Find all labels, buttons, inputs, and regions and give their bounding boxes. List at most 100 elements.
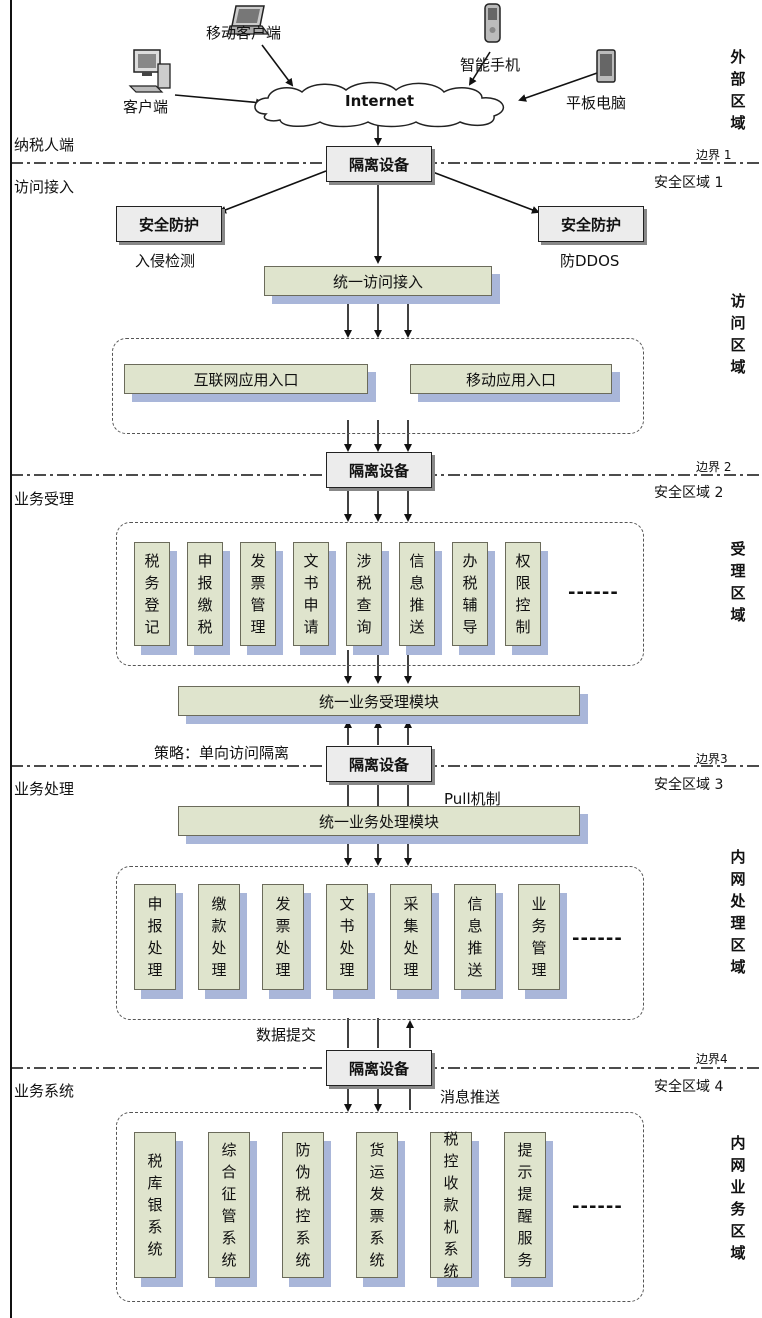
laptop-icon (227, 5, 270, 35)
process-item-label: 发票处理 (275, 895, 291, 979)
boundary-1-label: 边界 1 (696, 148, 732, 162)
unified-access-label: 统一访问接入 (332, 272, 423, 291)
isolation-device-label: 隔离设备 (348, 155, 409, 174)
isolation-device-1: 隔离设备 (326, 146, 432, 182)
internet-label: Internet (345, 92, 415, 110)
process-item: 信息推送 (454, 884, 496, 990)
security-protection-label: 安全防护 (138, 215, 199, 234)
unified-process-bar: 统一业务处理模块 (178, 806, 580, 836)
mobile-entry-label: 移动应用入口 (465, 370, 556, 389)
process-module-group (116, 866, 644, 1020)
desktop-computer-icon (128, 49, 171, 93)
system-item: 提示提醒服务 (504, 1132, 546, 1278)
security-protection-label: 安全防护 (560, 215, 621, 234)
section-taxpayer: 纳税人端 (14, 136, 75, 154)
system-item-label: 综合征管系统 (221, 1141, 237, 1269)
process-item: 采集处理 (390, 884, 432, 990)
isolation-device-4: 隔离设备 (326, 1050, 432, 1086)
accept-ellipsis: ------ (568, 582, 619, 603)
access-entry-group (112, 338, 644, 434)
process-item: 文书处理 (326, 884, 368, 990)
accept-item-label: 涉税查询 (356, 552, 372, 636)
system-ellipsis: ------ (572, 1196, 623, 1217)
message-push-label: 消息推送 (440, 1088, 501, 1106)
accept-item: 发票管理 (240, 542, 276, 646)
section-business-accept: 业务受理 (14, 490, 75, 508)
data-submit-label: 数据提交 (256, 1026, 317, 1044)
process-item-label: 申报处理 (147, 895, 163, 979)
section-business-process: 业务处理 (14, 780, 75, 798)
accept-item-label: 信息推送 (409, 552, 425, 636)
zone-internal-business: 内网业务区域 (730, 1134, 746, 1262)
unified-accept-bar: 统一业务受理模块 (178, 686, 580, 716)
smartphone-label: 智能手机 (460, 56, 521, 74)
system-item: 货运发票系统 (356, 1132, 398, 1278)
accept-item: 办税辅导 (452, 542, 488, 646)
internet-entry-label: 互联网应用入口 (193, 370, 299, 389)
accept-item: 权限控制 (505, 542, 541, 646)
boundary-3-label: 边界3 (696, 752, 728, 766)
system-item-label: 提示提醒服务 (517, 1141, 533, 1269)
process-item-label: 缴款处理 (211, 895, 227, 979)
anti-ddos-label: 防DDOS (560, 252, 620, 270)
policy-label: 策略：单向访问隔离 (154, 744, 290, 762)
isolation-device-label: 隔离设备 (348, 755, 409, 774)
system-item-label: 税控收款机系统 (443, 1130, 459, 1280)
system-item: 税库银系统 (134, 1132, 176, 1278)
accept-item-label: 文书申请 (303, 552, 319, 636)
system-item-label: 防伪税控系统 (295, 1141, 311, 1269)
security-protection-right: 安全防护 (538, 206, 644, 242)
unified-accept-label: 统一业务受理模块 (318, 692, 439, 711)
isolation-device-2: 隔离设备 (326, 452, 432, 488)
system-item-label: 税库银系统 (147, 1152, 163, 1258)
zone-internal-process: 内网处理区域 (730, 848, 746, 976)
accept-item-label: 申报缴税 (197, 552, 213, 636)
unified-access-bar: 统一访问接入 (264, 266, 492, 296)
security-zone-1-label: 安全区域 1 (654, 175, 724, 191)
process-item: 申报处理 (134, 884, 176, 990)
mobile-entry-bar: 移动应用入口 (410, 364, 612, 394)
security-zone-3-label: 安全区域 3 (654, 777, 724, 793)
internet-cloud-icon (254, 81, 505, 128)
isolation-device-3: 隔离设备 (326, 746, 432, 782)
isolation-device-label: 隔离设备 (348, 1059, 409, 1078)
security-zone-2-label: 安全区域 2 (654, 485, 724, 501)
accept-item: 申报缴税 (187, 542, 223, 646)
tablet-icon (596, 49, 616, 83)
process-item: 发票处理 (262, 884, 304, 990)
pull-mechanism-label: Pull机制 (444, 790, 501, 808)
boundary-4-label: 边界4 (696, 1052, 728, 1066)
section-business-system: 业务系统 (14, 1082, 75, 1100)
zone-accept: 受理区域 (730, 540, 746, 624)
accept-item-label: 发票管理 (250, 552, 266, 636)
accept-item: 税务登记 (134, 542, 170, 646)
process-item: 业务管理 (518, 884, 560, 990)
boundary-2-label: 边界 2 (696, 460, 732, 474)
isolation-device-label: 隔离设备 (348, 461, 409, 480)
process-ellipsis: ------ (572, 928, 623, 949)
security-zone-4-label: 安全区域 4 (654, 1079, 724, 1095)
accept-item-label: 办税辅导 (462, 552, 478, 636)
smartphone-icon (484, 3, 501, 43)
unified-process-label: 统一业务处理模块 (318, 812, 439, 831)
process-item-label: 信息推送 (467, 895, 483, 979)
system-item: 税控收款机系统 (430, 1130, 472, 1280)
accept-item: 文书申请 (293, 542, 329, 646)
internet-entry-bar: 互联网应用入口 (124, 364, 368, 394)
system-item-label: 货运发票系统 (369, 1141, 385, 1269)
intrusion-detection-label: 入侵检测 (135, 252, 196, 270)
accept-module-group (116, 522, 644, 666)
section-access: 访问接入 (14, 178, 75, 196)
mobile-client-label: 移动客户端 (206, 24, 282, 42)
system-module-group (116, 1112, 644, 1302)
process-item: 缴款处理 (198, 884, 240, 990)
accept-item: 涉税查询 (346, 542, 382, 646)
accept-item: 信息推送 (399, 542, 435, 646)
security-protection-left: 安全防护 (116, 206, 222, 242)
process-item-label: 采集处理 (403, 895, 419, 979)
accept-item-label: 权限控制 (515, 552, 531, 636)
tablet-label: 平板电脑 (566, 94, 627, 112)
zone-access: 访问区域 (730, 292, 746, 376)
zone-external: 外部区域 (730, 48, 746, 132)
system-item: 防伪税控系统 (282, 1132, 324, 1278)
